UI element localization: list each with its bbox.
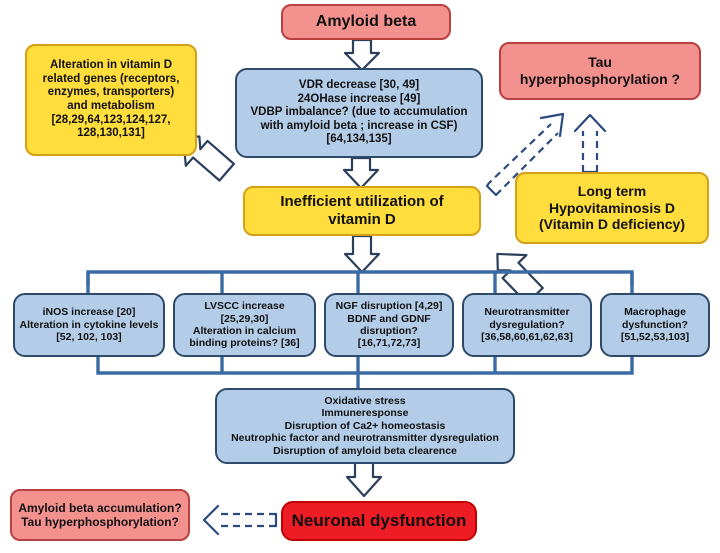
arrow-vdr-to-inefficient [342,156,380,190]
dashed-arrow-hypovitaminosis-to-tau-head [573,113,607,133]
text-line: BDNF and GDNF [347,312,431,325]
node-vitamin-d-genes[interactable]: Alteration in vitamin D related genes (r… [25,44,197,156]
arrow-inefficient-to-bus [343,234,381,274]
node-tau-hyperphosphorylation-text: Tau hyperphosphorylation ? [520,54,680,87]
text-line: 24OHase increase [49] [297,92,421,105]
node-neuronal-dysfunction-label: Neuronal dysfunction [291,510,467,530]
node-neurotransmitter-text: Neurotransmitter dysregulation? [36,58,6… [478,306,576,343]
text-line: hyperphosphorylation ? [519,71,681,87]
text-line: [52, 102, 103] [56,331,122,344]
dashed-arrow-to-tau-left-tail [495,132,559,196]
text-line: [28,29,64,123,124,127, [51,113,171,126]
node-neuronal-dysfunction[interactable]: Neuronal dysfunction [281,501,477,541]
node-summary-text: Oxidative stress Immuneresponse Disrupti… [227,395,503,457]
text-line: Long term [577,183,647,200]
text-line: Immuneresponse [321,407,409,420]
text-line: Amyloid beta accumulation? [18,500,182,515]
text-line: Disruption of Ca2+ homeostasis [284,419,446,432]
dashed-arrow-feedback-head [202,504,220,536]
dashed-arrow-to-tau-left [486,123,552,187]
text-line: (Vitamin D deficiency) [538,216,685,233]
text-line: and metabolism [67,100,155,112]
node-inos-text: iNOS increase [20] Alteration in cytokin… [17,306,162,343]
text-line: VDBP imbalance? (due to accumulation [250,106,468,119]
text-line: Disruption of amyloid beta clearence [273,444,457,457]
node-inos[interactable]: iNOS increase [20] Alteration in cytokin… [13,293,165,357]
node-summary[interactable]: Oxidative stress Immuneresponse Disrupti… [215,388,515,464]
arrow-amyloid-to-vdr [343,38,381,72]
node-amyloid-beta[interactable]: Amyloid beta [281,4,451,40]
node-ngf[interactable]: NGF disruption [4,29] BDNF and GDNF disr… [324,293,454,357]
text-line: Tau hyperphosphorylation? [21,515,179,529]
text-line: Neutrophic factor and neurotransmitter d… [231,432,499,445]
bus-top [86,270,634,285]
dashed-arrow-to-tau-left-end [485,184,498,197]
node-lvscc-text: LVSCC increase [25,29,30] Alteration in … [186,300,302,350]
text-line: [16,71,72,73] [357,337,421,350]
bus-bottom [96,357,634,375]
node-tau-hyperphosphorylation[interactable]: Tau hyperphosphorylation ? [499,42,701,100]
text-line: 128,130,131] [77,127,145,140]
node-feedback-text: Amyloid beta accumulation? Tau hyperphos… [18,501,181,529]
text-line: with amyloid beta ; increase in CSF) [260,119,458,132]
text-line: [36,58,60,61,62,63] [481,331,573,344]
node-vitamin-d-genes-text: Alteration in vitamin D related genes (r… [38,59,185,140]
dashed-arrow-to-tau-left-head [539,112,565,138]
text-line: dysfunction? [622,318,688,331]
text-line: vitamin D [328,211,396,228]
node-hypovitaminosis-d[interactable]: Long term Hypovitaminosis D (Vitamin D d… [515,172,709,244]
node-vdr-block-text: VDR decrease [30, 49] 24OHase increase [… [246,79,471,147]
text-line: Hypovitaminosis D [548,199,675,216]
text-line: Inefficient utilization of [280,193,444,211]
text-line: Macrophage [624,306,686,319]
text-line: dysregulation? [489,318,565,331]
text-line: Alteration in vitamin D [49,59,173,72]
node-ngf-text: NGF disruption [4,29] BDNF and GDNF disr… [333,300,446,350]
arrow-summary-to-neuronal [345,460,383,498]
node-vdr-block[interactable]: VDR decrease [30, 49] 24OHase increase [… [235,68,483,158]
node-amyloid-beta-label: Amyloid beta [315,12,417,30]
text-line: Neurotransmitter [484,306,570,319]
text-line: Alteration in cytokine levels [19,318,159,331]
text-line: related genes (receptors, [42,72,180,85]
node-neurotransmitter[interactable]: Neurotransmitter dysregulation? [36,58,6… [462,293,592,357]
text-line: disruption? [360,325,418,337]
text-line: Tau [588,54,612,71]
node-macrophage[interactable]: Macrophage dysfunction? [51,52,53,103] [600,293,710,357]
text-line: [51,52,53,103] [620,331,690,344]
text-line: NGF disruption [4,29] [335,300,443,313]
text-line: iNOS increase [20] [42,306,136,319]
text-line: [64,134,135] [326,133,392,146]
text-line: Alteration in calcium [192,325,297,337]
text-line: binding proteins? [36] [189,337,300,350]
node-lvscc[interactable]: LVSCC increase [25,29,30] Alteration in … [173,293,316,357]
text-line: [25,29,30] [220,312,269,325]
node-inefficient-utilization-text: Inefficient utilization of vitamin D [280,193,443,228]
node-feedback[interactable]: Amyloid beta accumulation? Tau hyperphos… [10,489,190,541]
text-line: VDR decrease [30, 49] [298,79,420,92]
node-macrophage-text: Macrophage dysfunction? [51,52,53,103] [618,306,692,343]
text-line: enzymes, transporters) [47,86,175,99]
node-hypovitaminosis-d-text: Long term Hypovitaminosis D (Vitamin D d… [539,183,685,233]
text-line: LVSCC increase [204,300,285,313]
text-line: Oxidative stress [324,395,406,408]
node-inefficient-utilization[interactable]: Inefficient utilization of vitamin D [243,186,481,236]
